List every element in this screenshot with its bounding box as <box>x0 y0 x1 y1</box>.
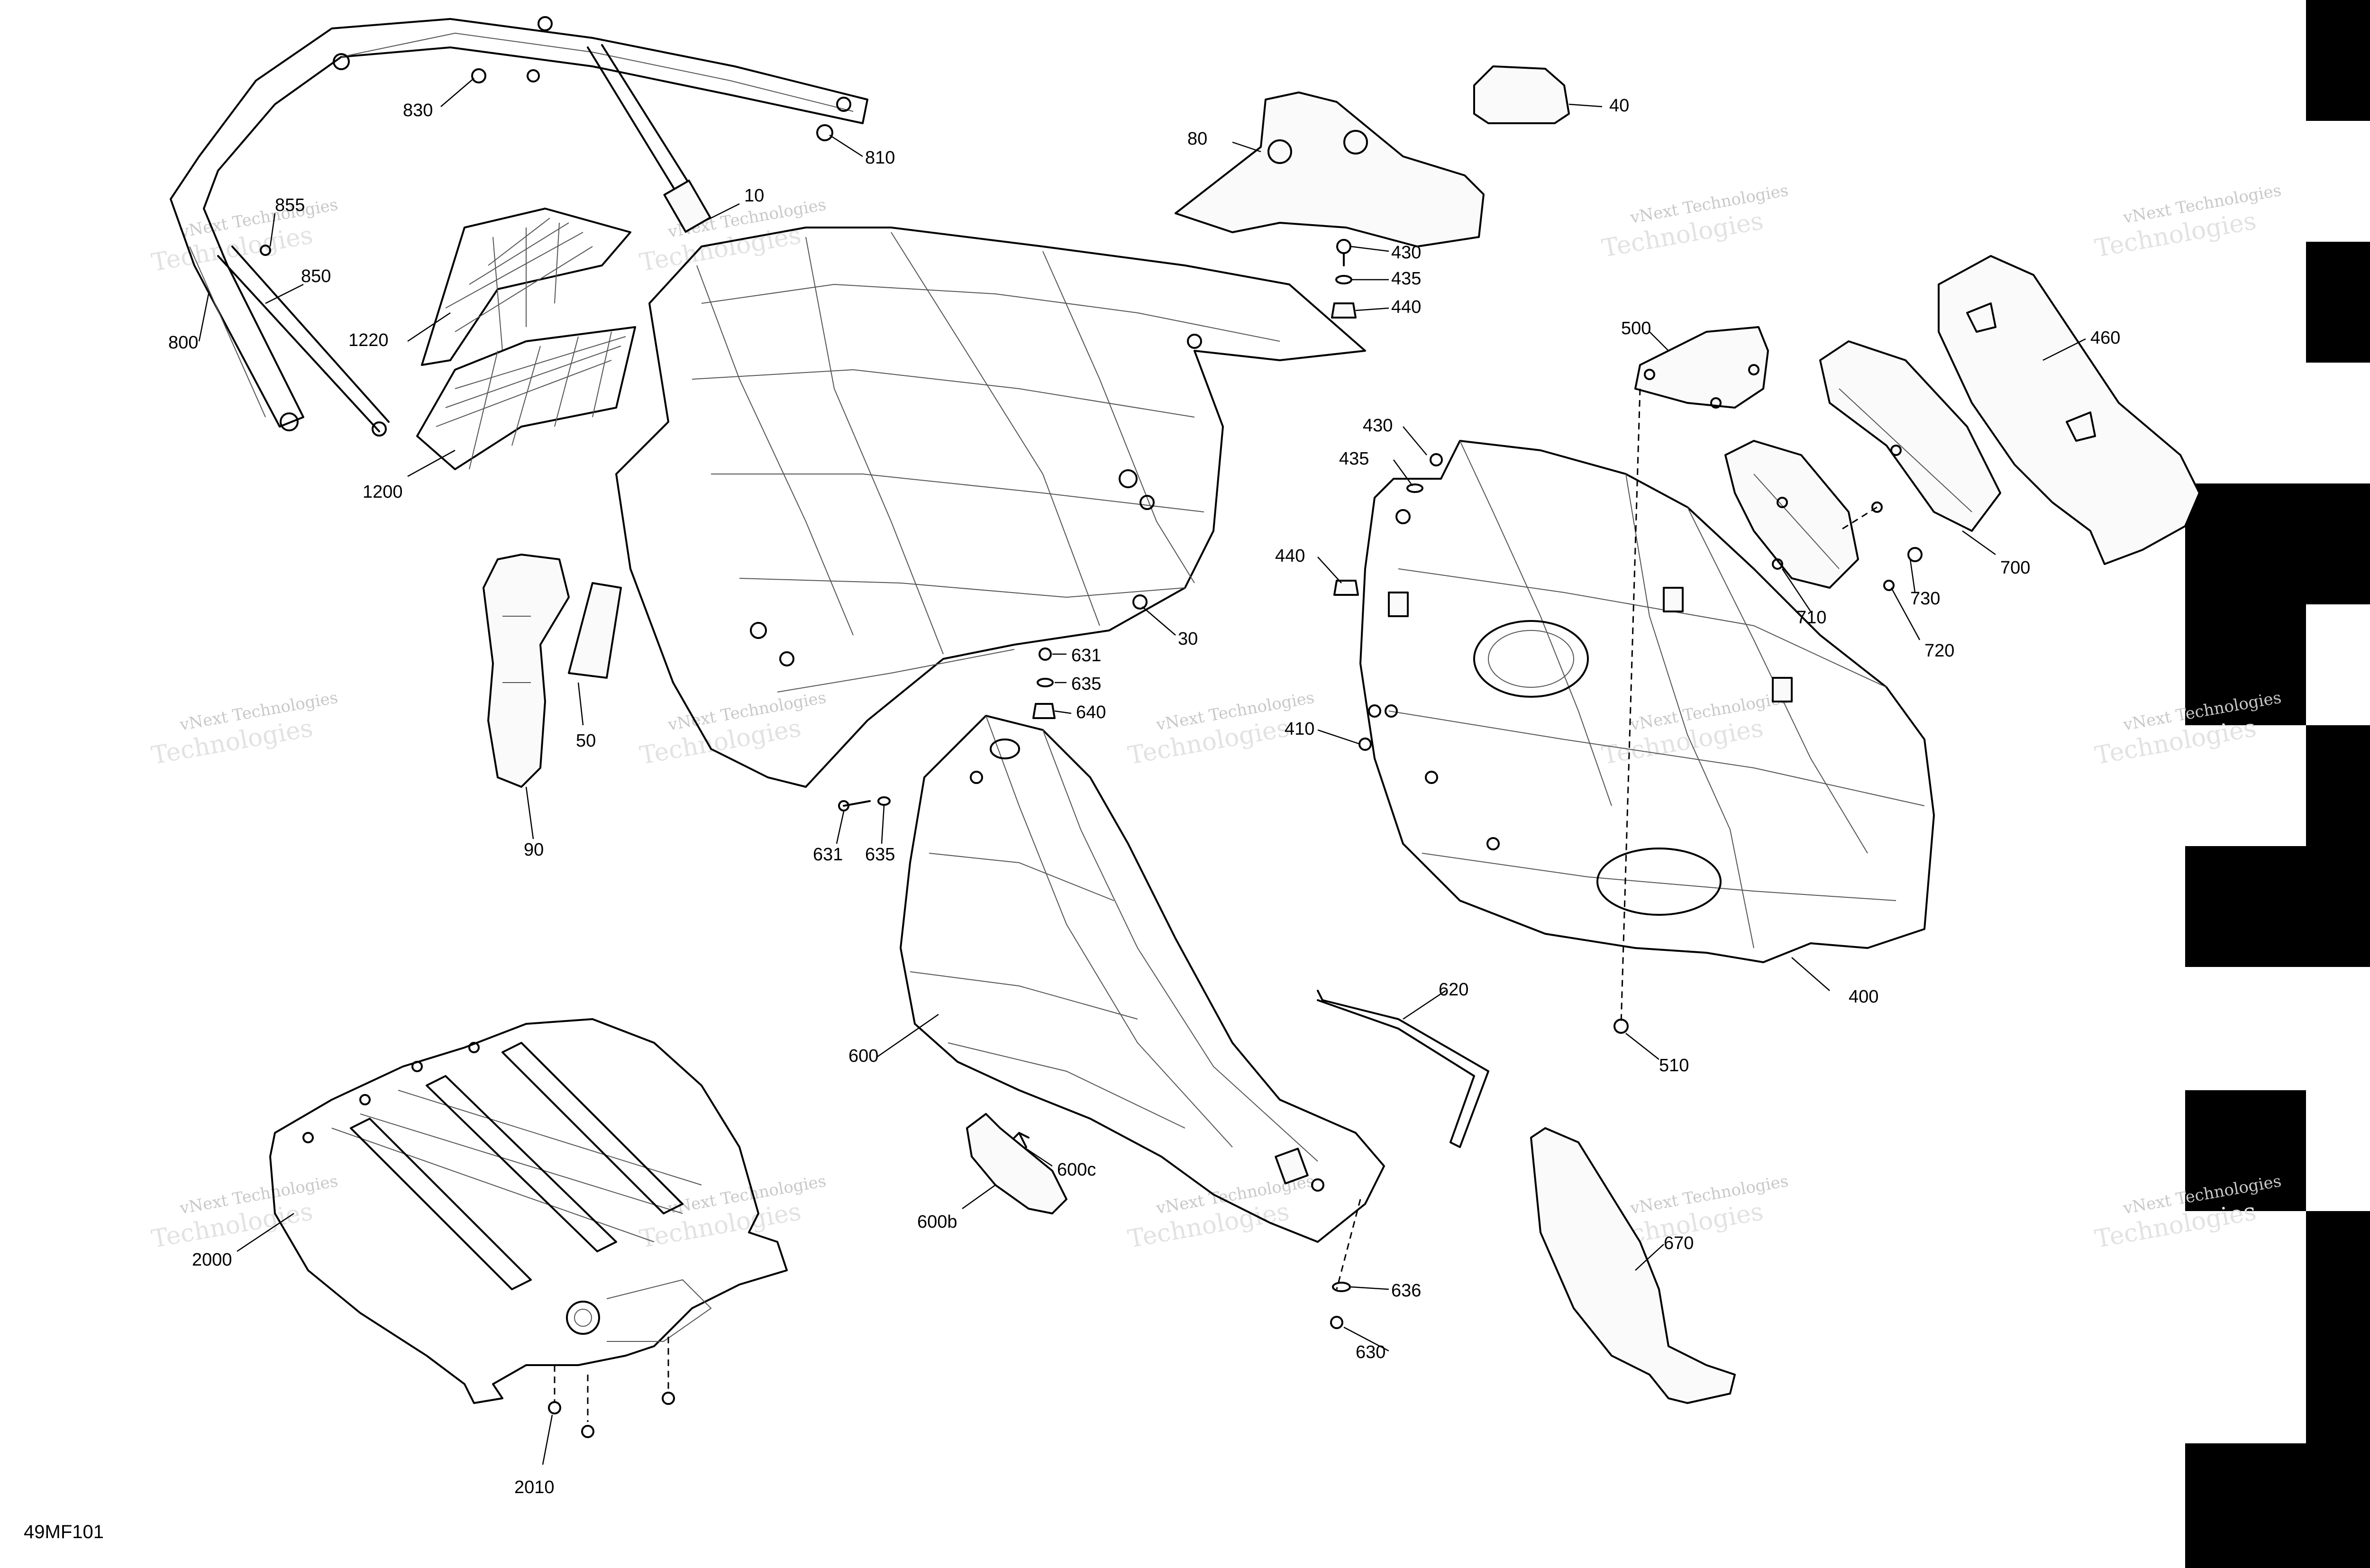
part-800-tube-frame <box>170 16 868 437</box>
callout-620: 620 <box>1439 980 1468 1000</box>
callout-600: 600 <box>848 1046 878 1066</box>
fasteners-2010 <box>548 1337 675 1438</box>
callout-80: 80 <box>1187 129 1207 149</box>
callout-435-upper: 435 <box>1391 269 1421 289</box>
part-670-side-panel <box>1530 1127 1736 1404</box>
part-600b-cover <box>966 1113 1067 1214</box>
callout-2010: 2010 <box>514 1477 555 1497</box>
callout-labels: 830 810 855 850 800 10 1220 1200 80 40 4… <box>168 96 2120 1497</box>
callout-600c: 600c <box>1057 1160 1096 1180</box>
part-1200-lower-grille <box>416 326 636 470</box>
callout-636: 636 <box>1391 1281 1421 1301</box>
fastener-630 <box>1330 1316 1343 1329</box>
callout-90: 90 <box>524 840 544 860</box>
callout-30: 30 <box>1178 629 1198 649</box>
fastener-stack-mid <box>1333 453 1443 596</box>
callout-730: 730 <box>1910 589 1940 609</box>
part-500-plate <box>1634 326 1769 409</box>
callout-631-lower: 631 <box>813 845 843 865</box>
callout-435-mid: 435 <box>1339 449 1369 469</box>
part-1220-upper-grille <box>421 208 631 366</box>
callout-40: 40 <box>1609 96 1629 116</box>
part-710-bracket <box>1724 440 1859 589</box>
fasteners-700-group <box>1772 501 1923 591</box>
part-460-side-panel <box>1938 255 2200 565</box>
callout-410: 410 <box>1285 719 1314 739</box>
watermark: vNext Technologies Technologies <box>1600 688 1790 770</box>
callout-635-lower: 635 <box>865 845 895 865</box>
callout-631-upper: 631 <box>1071 646 1101 665</box>
part-80-deflector <box>1175 91 1485 247</box>
watermark: vNext Technologies Technologies <box>2093 181 2283 263</box>
callout-810: 810 <box>865 148 895 168</box>
fasteners-center <box>838 594 1398 811</box>
callout-430-mid: 430 <box>1363 416 1393 436</box>
assembly-axis-510 <box>1620 388 1641 1024</box>
callout-710: 710 <box>1796 608 1826 628</box>
part-600c-clip <box>1013 1132 1030 1148</box>
part-50-pad <box>568 582 622 679</box>
watermark: vNext Technologies Technologies <box>149 1172 339 1254</box>
callout-1200: 1200 <box>363 482 403 502</box>
callout-800: 800 <box>168 333 198 353</box>
washer-636 <box>1332 1282 1351 1292</box>
watermark: vNext Technologies Technologies <box>149 195 339 277</box>
part-620-rod <box>1317 990 1489 1148</box>
callout-720: 720 <box>1924 641 1954 661</box>
callout-50: 50 <box>576 731 596 751</box>
document-id: 49MF101 <box>24 1522 104 1542</box>
callout-700: 700 <box>2000 558 2030 578</box>
part-90-bracket <box>483 554 570 788</box>
callout-670: 670 <box>1664 1233 1694 1253</box>
callout-400: 400 <box>1849 987 1878 1007</box>
callout-630: 630 <box>1356 1342 1386 1362</box>
part-40-pad <box>1473 65 1570 124</box>
callout-855: 855 <box>275 195 305 215</box>
watermark: vNext Technologies Technologies <box>638 688 828 770</box>
part-700-bracket <box>1819 340 2001 532</box>
fastener-stack-upper <box>1331 239 1357 319</box>
callout-10: 10 <box>744 186 764 206</box>
callout-640: 640 <box>1076 702 1106 722</box>
registration-marks <box>2185 0 2370 1568</box>
assembly-axis-630 <box>1336 1199 1361 1290</box>
callout-850: 850 <box>301 266 331 286</box>
watermark: vNext Technologies Technologies <box>1600 181 1790 263</box>
callout-830: 830 <box>403 100 433 120</box>
callout-430-upper: 430 <box>1391 243 1421 263</box>
callout-500: 500 <box>1621 319 1651 338</box>
part-10-front-body <box>615 227 1366 788</box>
fastener-510 <box>1613 1019 1629 1034</box>
callout-460: 460 <box>2090 328 2120 348</box>
part-400-side-body <box>1359 440 1935 963</box>
callout-440-upper: 440 <box>1391 297 1421 317</box>
callout-510: 510 <box>1659 1056 1689 1076</box>
callout-600b: 600b <box>917 1212 957 1232</box>
watermark: vNext Technologies Technologies <box>1126 1172 1316 1254</box>
part-600-console <box>900 715 1385 1243</box>
callout-635-upper: 635 <box>1071 674 1101 694</box>
callout-440-mid: 440 <box>1275 546 1305 566</box>
callout-2000: 2000 <box>192 1250 232 1270</box>
callout-1220: 1220 <box>348 330 389 350</box>
leader-lines <box>198 78 2086 1465</box>
watermark: vNext Technologies Technologies <box>149 688 339 770</box>
part-2000-skid-plate <box>269 1018 788 1404</box>
